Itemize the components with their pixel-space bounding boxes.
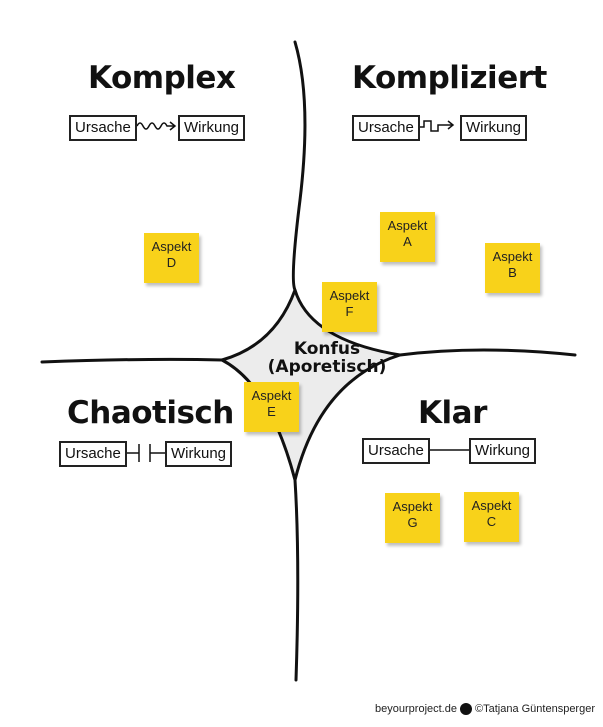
complicated-title: Kompliziert bbox=[352, 60, 547, 96]
complicated-effect-box: Wirkung bbox=[460, 115, 528, 141]
sticky-label: Aspekt bbox=[251, 388, 292, 403]
sticky-letter: B bbox=[508, 265, 517, 280]
chaotic-title: Chaotisch bbox=[67, 395, 234, 431]
sticky-letter: F bbox=[345, 304, 354, 319]
confused-title: Konfus bbox=[293, 339, 361, 359]
complicated-cause-box: Ursache bbox=[352, 115, 420, 141]
confused-subtitle: (Aporetisch) bbox=[267, 357, 387, 377]
sticky-letter: C bbox=[486, 514, 497, 529]
clear-cause-box: Ursache bbox=[362, 438, 430, 464]
sticky-label: Aspekt bbox=[392, 499, 433, 514]
sticky-label: Aspekt bbox=[492, 249, 533, 264]
chaotic-effect-box: Wirkung bbox=[165, 441, 233, 467]
sticky-letter: G bbox=[407, 515, 418, 530]
footer-credit: beyourproject.de ©Tatjana Güntensperger bbox=[375, 703, 595, 716]
complicated-step-arrow bbox=[418, 120, 455, 132]
complex-title: Komplex bbox=[88, 60, 236, 96]
sticky-label: Aspekt bbox=[329, 288, 370, 303]
footer-copyright: ©Tatjana Güntensperger bbox=[474, 703, 595, 715]
sticky-label: Aspekt bbox=[151, 239, 192, 254]
chaotic-broken-line bbox=[125, 444, 166, 462]
complex-cause-box: Ursache bbox=[69, 115, 137, 141]
sticky-label: Aspekt bbox=[471, 498, 512, 513]
complex-wavy-arrow bbox=[136, 121, 177, 131]
logo-icon bbox=[459, 703, 472, 716]
sticky-letter: E bbox=[267, 404, 276, 419]
complex-effect-box: Wirkung bbox=[178, 115, 246, 141]
sticky-letter: D bbox=[166, 255, 177, 270]
confused-label: Konfus (Aporetisch) bbox=[252, 340, 402, 376]
chaotic-cause-box: Ursache bbox=[59, 441, 127, 467]
sticky-label: Aspekt bbox=[387, 218, 428, 233]
footer-site: beyourproject.de bbox=[375, 703, 457, 715]
clear-effect-box: Wirkung bbox=[469, 438, 537, 464]
clear-title: Klar bbox=[418, 395, 487, 431]
center-region bbox=[222, 290, 400, 480]
vertical-divider bbox=[40, 40, 577, 682]
sticky-letter: A bbox=[403, 234, 412, 249]
